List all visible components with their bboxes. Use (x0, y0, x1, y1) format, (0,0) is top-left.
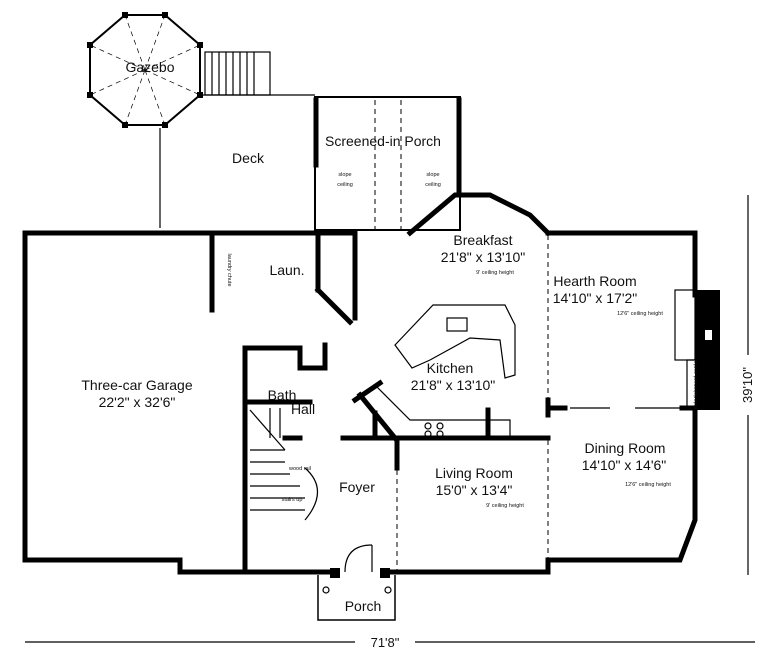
gazebo-label: Gazebo (125, 59, 174, 75)
hall-label: Hall (291, 401, 315, 417)
hearth-room-size: 14'10" x 17'2" (553, 290, 638, 306)
porch-label: Porch (345, 598, 382, 614)
stairs-up-label: stairs up (282, 497, 303, 503)
porch (317, 568, 396, 621)
deck-label: Deck (232, 150, 265, 166)
living-room-label: Living Room (435, 465, 513, 481)
garage-size: 22'2" x 32'6" (99, 394, 176, 410)
garage-label: Three-car Garage (81, 377, 192, 393)
depth-dimension: 39'10" (740, 367, 755, 403)
entertainment-center-label: entertainment center (693, 359, 699, 410)
kitchen-counter (374, 384, 511, 438)
screened-porch (313, 96, 462, 231)
bath-label: Bath (268, 387, 297, 403)
slope-note: slope (338, 172, 351, 178)
ceiling-note: ceiling (337, 182, 353, 188)
dining-room-label: Dining Room (585, 440, 666, 456)
dimension-width: 71'8" (25, 635, 755, 650)
hearth-room-ceiling: 12'6" ceiling height (617, 311, 663, 317)
deck-stairs (204, 51, 271, 96)
hearth-room-label: Hearth Room (553, 273, 636, 289)
dimension-depth: 39'10" (740, 195, 755, 575)
kitchen-island (394, 304, 516, 379)
kitchen-size: 21'8" x 13'10" (411, 377, 496, 393)
breakfast-size: 21'8" x 13'10" (441, 249, 526, 265)
slope-note: slope (426, 172, 439, 178)
entry-door (344, 544, 373, 573)
ceiling-note: ceiling (425, 182, 441, 188)
deck (159, 94, 315, 228)
foyer-label: Foyer (339, 479, 375, 495)
living-room-ceiling: 9' ceiling height (486, 503, 524, 509)
screened-porch-label: Screened-in Porch (325, 133, 441, 149)
laundry-chute-label: laundry chute (226, 253, 232, 286)
kitchen-label: Kitchen (427, 360, 474, 376)
breakfast-label: Breakfast (453, 232, 512, 248)
foyer-stairs (249, 408, 318, 521)
exterior-walls (22, 192, 720, 575)
dining-room-size: 14'10" x 14'6" (582, 457, 667, 473)
wood-rail-label: wood rail (288, 466, 311, 472)
laundry-label: Laun. (269, 262, 304, 278)
width-dimension: 71'8" (371, 635, 400, 650)
dining-room-ceiling: 12'6" ceiling height (625, 482, 671, 488)
breakfast-ceiling: 9' ceiling height (476, 270, 514, 276)
gazebo (87, 12, 203, 128)
living-room-size: 15'0" x 13'4" (436, 482, 513, 498)
